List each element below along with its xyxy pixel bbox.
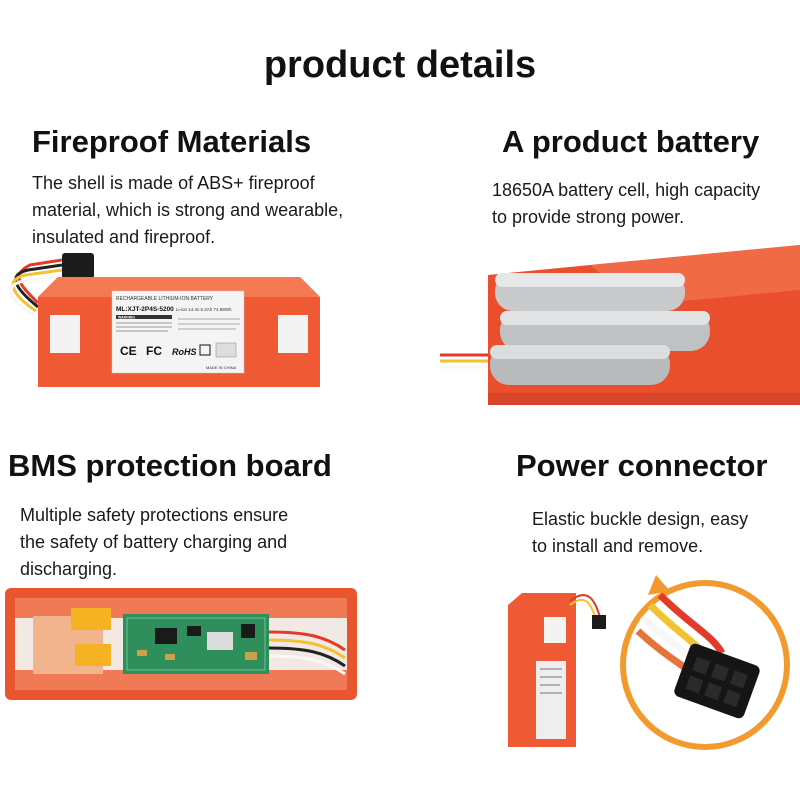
battery-desc-line: 18650A battery cell, high capacity	[492, 180, 761, 200]
label-warning: WARNING	[118, 316, 135, 320]
fireproof-desc-line: insulated and fireproof.	[32, 227, 216, 247]
fireproof-desc-line: material, which is strong and wearable,	[32, 200, 344, 220]
molex-plug	[674, 643, 760, 719]
rohs-mark: RoHS	[172, 347, 197, 357]
power-connector-image	[508, 575, 790, 750]
bms-desc-line: Multiple safety protections ensure	[20, 505, 289, 525]
ce-mark: CE	[120, 344, 137, 358]
label-model: ML:XJT-2P4S-5200	[116, 306, 174, 313]
bms-description: Multiple safety protections ensure the s…	[20, 502, 288, 583]
fireproof-description: The shell is made of ABS+ fireproof mate…	[32, 170, 343, 251]
battery-pack-image: RECHARGEABLE LITHIUM-ION BATTERY ML:XJT-…	[9, 253, 320, 387]
battery-description: 18650A battery cell, high capacity to pr…	[492, 177, 760, 231]
battery-cells-image	[440, 245, 800, 405]
fireproof-desc-line: The shell is made of ABS+ fireproof	[32, 173, 315, 193]
buckle-arrow-icon	[648, 575, 670, 595]
fireproof-title: Fireproof Materials	[32, 124, 312, 159]
pcb-board	[123, 614, 269, 674]
label-text: RECHARGEABLE LITHIUM-ION BATTERY	[116, 296, 214, 302]
battery-label	[111, 290, 245, 374]
connector-desc-line: Elastic buckle design, easy	[532, 509, 749, 529]
battery-cells	[490, 273, 710, 385]
battery-title: A product battery	[502, 124, 760, 159]
connector-description: Elastic buckle design, easy to install a…	[532, 506, 748, 560]
bms-board-image	[5, 588, 357, 700]
connector-desc-line: to install and remove.	[532, 536, 704, 556]
label-spec: Li-ion 14.4v 5.2Ah 74.88Wh	[176, 307, 232, 312]
bms-desc-line: discharging.	[20, 559, 118, 579]
bms-desc-line: the safety of battery charging and	[20, 532, 288, 552]
connector-title: Power connector	[516, 448, 768, 483]
battery-desc-line: to provide strong power.	[492, 207, 685, 227]
label-origin: MADE IN CHINA	[206, 365, 237, 370]
plug-connector	[62, 253, 94, 279]
page-title: product details	[263, 44, 537, 86]
fc-mark: FC	[146, 344, 162, 358]
bms-title: BMS protection board	[8, 448, 332, 483]
